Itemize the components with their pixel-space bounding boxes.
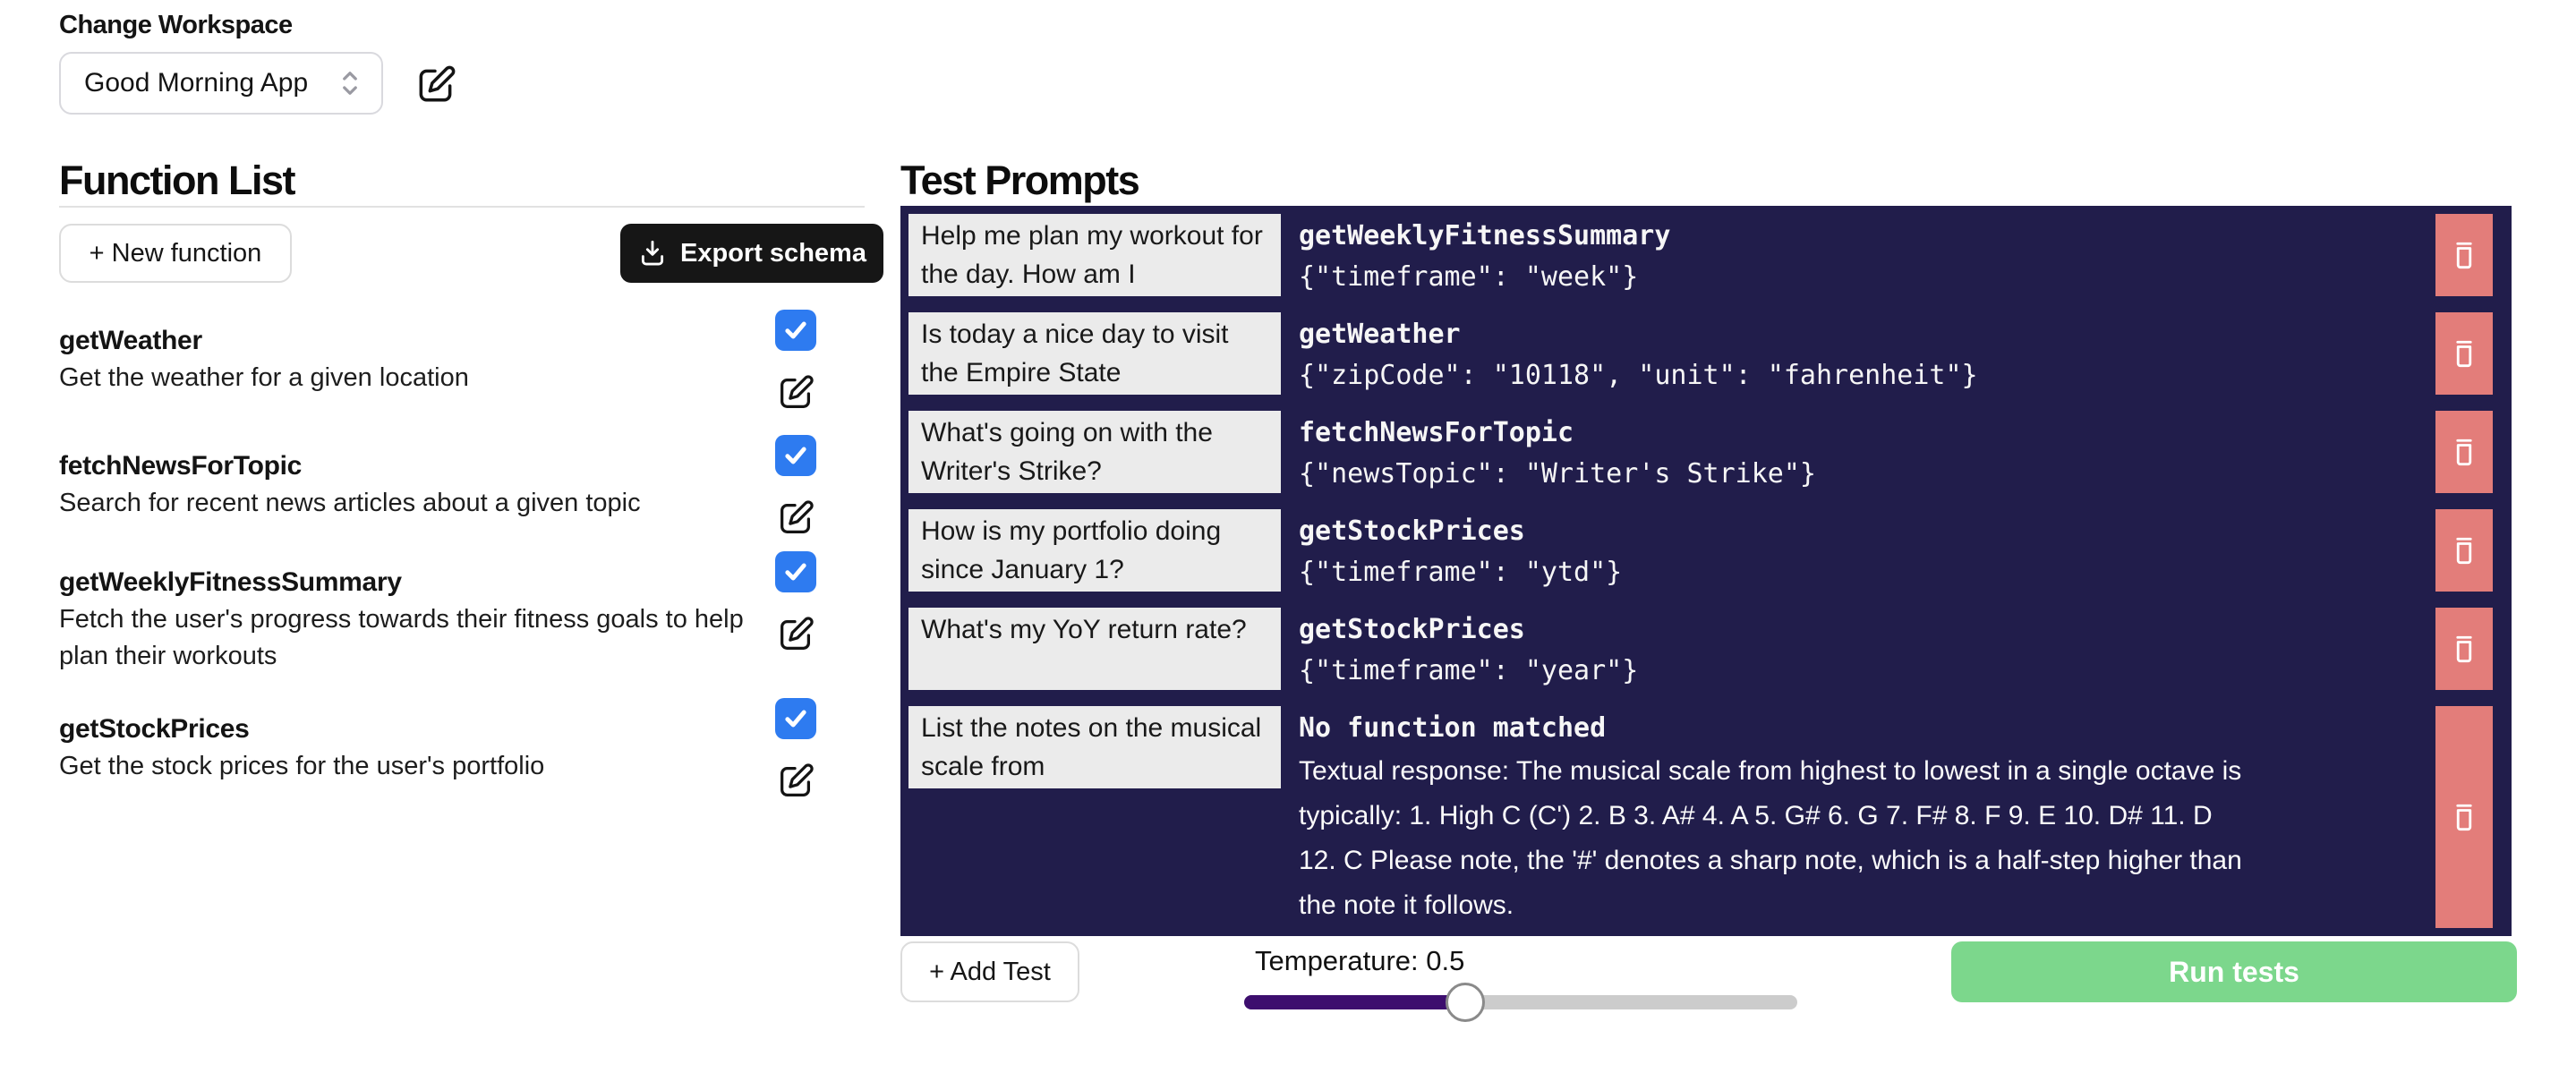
delete-test-button[interactable] (2435, 411, 2493, 493)
slider-fill (1244, 995, 1466, 1009)
matched-function-name: getWeeklyFitnessSummary (1299, 220, 1671, 251)
test-result-cell: getStockPrices {"timeframe": "year"} (1281, 608, 2435, 690)
function-enabled-checkbox[interactable] (775, 551, 816, 592)
export-schema-button[interactable]: Export schema (620, 224, 883, 283)
function-arguments: {"timeframe": "year"} (1299, 655, 1639, 686)
test-result-cell: fetchNewsForTopic {"newsTopic": "Writer'… (1281, 411, 2435, 493)
test-prompt-row: What's going on with the Writer's Strike… (908, 411, 2503, 493)
function-list-item: getStockPrices Get the stock prices for … (59, 698, 816, 802)
download-icon (637, 238, 668, 268)
textual-response: Textual response: The musical scale from… (1299, 756, 2242, 920)
function-description: Fetch the user's progress towards their … (59, 605, 744, 670)
function-enabled-checkbox[interactable] (775, 435, 816, 476)
function-arguments: {"newsTopic": "Writer's Strike"} (1299, 458, 1816, 490)
function-name: getStockPrices (59, 714, 250, 744)
test-prompts-title: Test Prompts (900, 158, 1140, 203)
delete-test-button[interactable] (2435, 706, 2493, 928)
function-description: Get the weather for a given location (59, 363, 469, 392)
trash-icon (2448, 434, 2480, 470)
test-prompt-cell[interactable]: Is today a nice day to visit the Empire … (908, 312, 1281, 395)
matched-function-name: getStockPrices (1299, 614, 1525, 645)
new-function-button[interactable]: + New function (59, 224, 292, 283)
test-prompt-cell[interactable]: How is my portfolio doing since January … (908, 509, 1281, 592)
temperature-label: Temperature: 0.5 (1255, 945, 1465, 976)
function-name: getWeeklyFitnessSummary (59, 567, 402, 597)
test-prompt-row: Help me plan my workout for the day. How… (908, 214, 2503, 296)
test-prompt-row: Is today a nice day to visit the Empire … (908, 312, 2503, 395)
function-enabled-checkbox[interactable] (775, 310, 816, 351)
matched-function-name: getStockPrices (1299, 515, 1525, 547)
function-description: Search for recent news articles about a … (59, 489, 641, 517)
workspace-selected-value: Good Morning App (84, 68, 309, 98)
trash-icon (2448, 532, 2480, 568)
edit-function-button[interactable] (775, 761, 816, 802)
test-result-cell: No function matched Textual response: Th… (1281, 706, 2435, 928)
delete-test-button[interactable] (2435, 509, 2493, 592)
function-name: getWeather (59, 326, 202, 355)
run-tests-button[interactable]: Run tests (1951, 941, 2517, 1002)
edit-workspace-button[interactable] (414, 63, 458, 107)
function-list-item: fetchNewsForTopic Search for recent news… (59, 435, 816, 539)
test-prompt-row: What's my YoY return rate? getStockPrice… (908, 608, 2503, 690)
trash-icon (2448, 336, 2480, 371)
function-name: fetchNewsForTopic (59, 451, 303, 481)
function-list-item: getWeeklyFitnessSummary Fetch the user's… (59, 551, 816, 675)
edit-function-button[interactable] (775, 498, 816, 539)
trash-icon (2448, 237, 2480, 273)
test-result-cell: getWeather {"zipCode": "10118", "unit": … (1281, 312, 2435, 395)
delete-test-button[interactable] (2435, 608, 2493, 690)
edit-icon (775, 614, 816, 655)
edit-icon (414, 63, 458, 107)
export-schema-label: Export schema (680, 238, 866, 268)
function-enabled-checkbox[interactable] (775, 698, 816, 739)
function-list-title: Function List (59, 158, 295, 203)
delete-test-button[interactable] (2435, 312, 2493, 395)
test-prompt-cell[interactable]: Help me plan my workout for the day. How… (908, 214, 1281, 296)
edit-icon (775, 372, 816, 413)
function-arguments: {"timeframe": "week"} (1299, 261, 1639, 293)
function-arguments: {"timeframe": "ytd"} (1299, 557, 1623, 588)
delete-test-button[interactable] (2435, 214, 2493, 296)
test-prompt-cell[interactable]: What's my YoY return rate? (908, 608, 1281, 690)
test-prompt-row: How is my portfolio doing since January … (908, 509, 2503, 592)
test-prompt-cell[interactable]: What's going on with the Writer's Strike… (908, 411, 1281, 493)
edit-function-button[interactable] (775, 614, 816, 655)
test-prompts-table: Help me plan my workout for the day. How… (900, 206, 2512, 936)
select-chevron-icon (337, 65, 363, 101)
trash-icon (2448, 799, 2480, 835)
workspace-select[interactable]: Good Morning App (59, 52, 383, 115)
matched-function-name: fetchNewsForTopic (1299, 417, 1574, 448)
add-test-button[interactable]: + Add Test (900, 941, 1079, 1002)
edit-icon (775, 761, 816, 802)
workspace-label: Change Workspace (59, 11, 293, 39)
test-result-cell: getWeeklyFitnessSummary {"timeframe": "w… (1281, 214, 2435, 296)
test-result-cell: getStockPrices {"timeframe": "ytd"} (1281, 509, 2435, 592)
edit-icon (775, 498, 816, 539)
temperature-slider[interactable] (1244, 983, 1797, 1022)
slider-thumb[interactable] (1446, 983, 1486, 1022)
matched-function-name: No function matched (1299, 712, 1607, 744)
checkmark-icon (780, 440, 811, 471)
function-arguments: {"zipCode": "10118", "unit": "fahrenheit… (1299, 360, 1978, 391)
trash-icon (2448, 631, 2480, 667)
matched-function-name: getWeather (1299, 319, 1461, 350)
function-list-divider (59, 206, 865, 208)
checkmark-icon (780, 315, 811, 345)
checkmark-icon (780, 703, 811, 734)
function-description: Get the stock prices for the user's port… (59, 752, 545, 780)
edit-function-button[interactable] (775, 372, 816, 413)
function-list-item: getWeather Get the weather for a given l… (59, 310, 816, 413)
test-prompt-cell[interactable]: List the notes on the musical scale from (908, 706, 1281, 788)
checkmark-icon (780, 557, 811, 587)
test-prompt-row: List the notes on the musical scale from… (908, 706, 2503, 928)
